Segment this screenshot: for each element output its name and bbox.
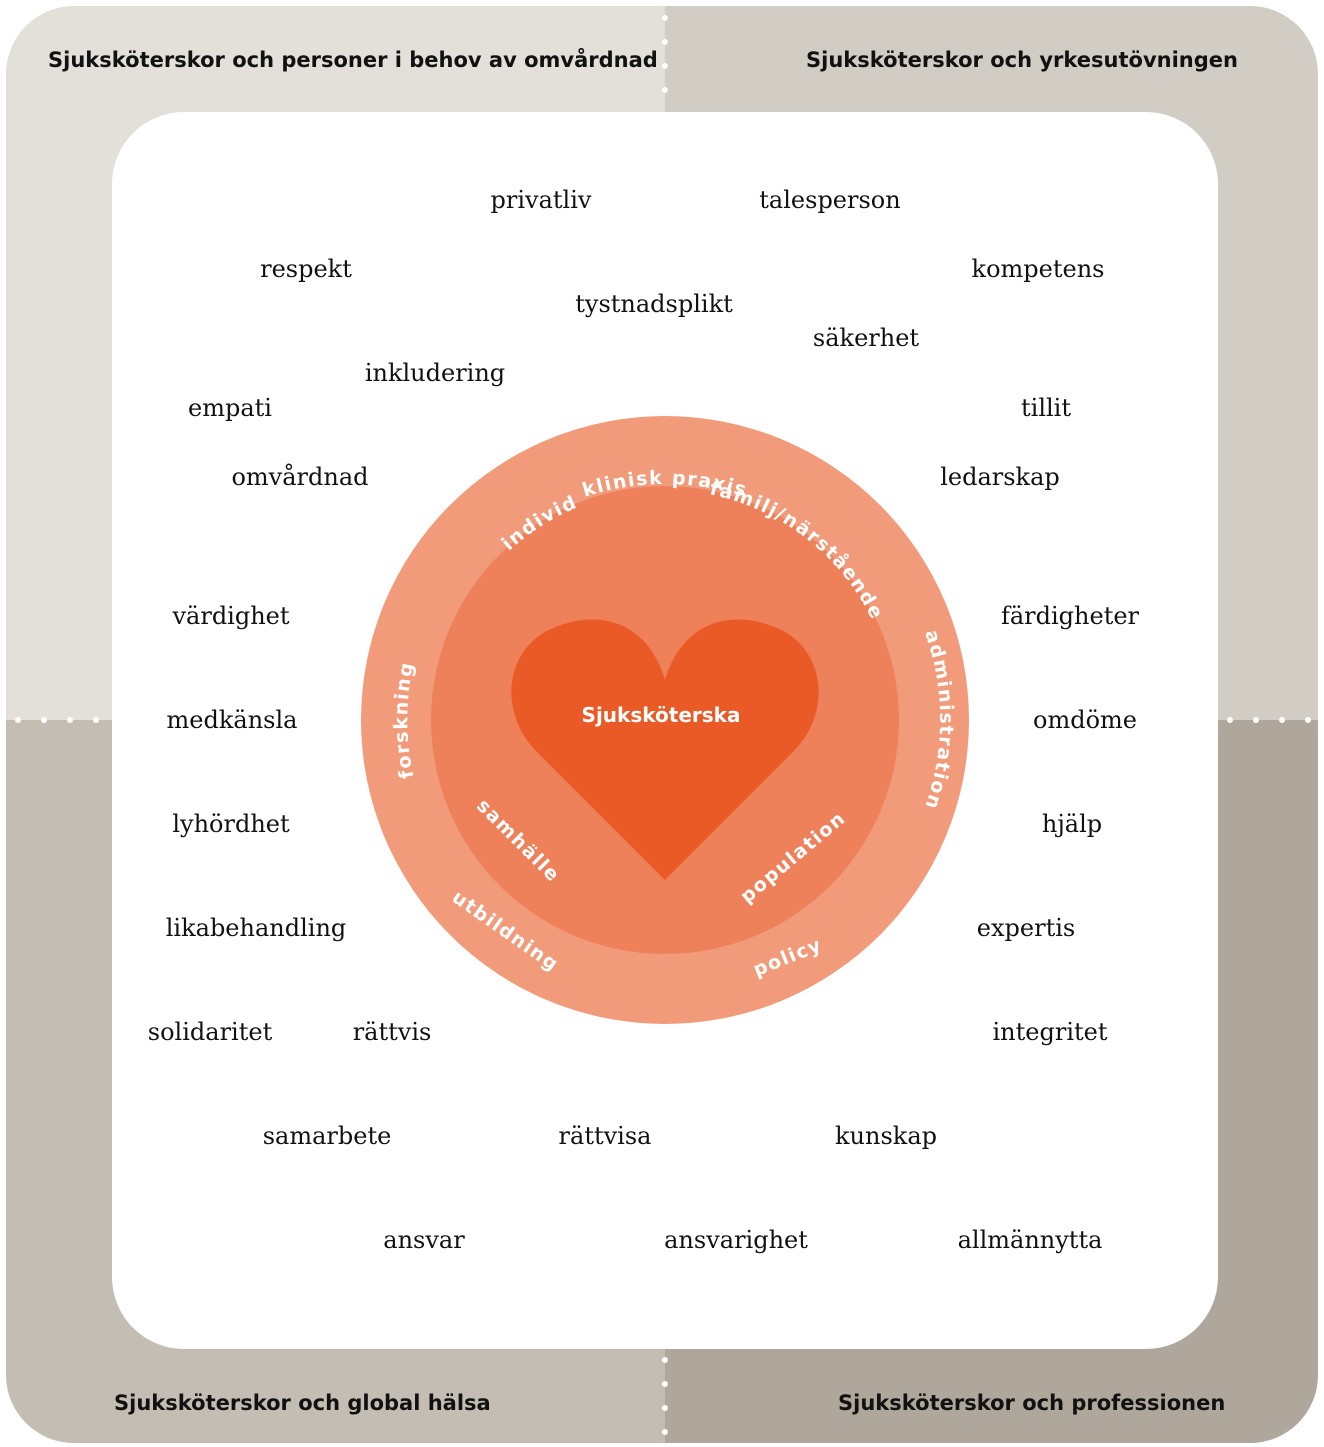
word-lyhordhet: lyhördhet xyxy=(172,810,290,838)
word-tillit: tillit xyxy=(1021,394,1071,422)
word-integritet: integritet xyxy=(992,1018,1108,1046)
word-empati: empati xyxy=(188,394,272,422)
word-hjalp: hjälp xyxy=(1041,810,1103,838)
word-kunskap: kunskap xyxy=(835,1122,937,1150)
word-ansvar: ansvar xyxy=(383,1226,465,1254)
word-ledarskap: ledarskap xyxy=(940,463,1060,491)
word-vardighet: värdighet xyxy=(172,602,290,630)
word-solidaritet: solidaritet xyxy=(147,1018,273,1046)
quadrant-title-global-health: Sjuksköterskor och global hälsa xyxy=(114,1391,491,1415)
word-rattvis: rättvis xyxy=(352,1018,432,1046)
word-kompetens: kompetens xyxy=(971,255,1105,283)
quadrant-title-persons-in-need-of-care: Sjuksköterskor och personer i behov av o… xyxy=(48,48,658,72)
word-talesperson: talesperson xyxy=(759,186,901,214)
word-rattvisa: rättvisa xyxy=(558,1122,652,1150)
word-expertis: expertis xyxy=(976,914,1076,942)
quadrant-title-profession: Sjuksköterskor och professionen xyxy=(838,1391,1226,1415)
quadrant-title-practice: Sjuksköterskor och yrkesutövningen xyxy=(806,48,1238,72)
word-omvardnad: omvårdnad xyxy=(231,463,369,491)
word-ansvarighet: ansvarighet xyxy=(664,1226,808,1254)
dot-separators xyxy=(15,15,1311,1435)
word-fardigheter: färdigheter xyxy=(1000,602,1140,630)
word-sakerhet: säkerhet xyxy=(812,324,920,352)
word-omdome: omdöme xyxy=(1033,706,1137,734)
word-respekt: respekt xyxy=(260,255,352,283)
word-likabehandling: likabehandling xyxy=(165,914,347,942)
word-inkludering: inkludering xyxy=(364,359,506,387)
word-tystnadsplikt: tystnadsplikt xyxy=(575,290,733,318)
word-allmannytta: allmännytta xyxy=(957,1226,1103,1254)
word-samarbete: samarbete xyxy=(262,1122,392,1150)
word-privatliv: privatliv xyxy=(490,186,592,214)
word-medkansla: medkänsla xyxy=(166,706,298,734)
